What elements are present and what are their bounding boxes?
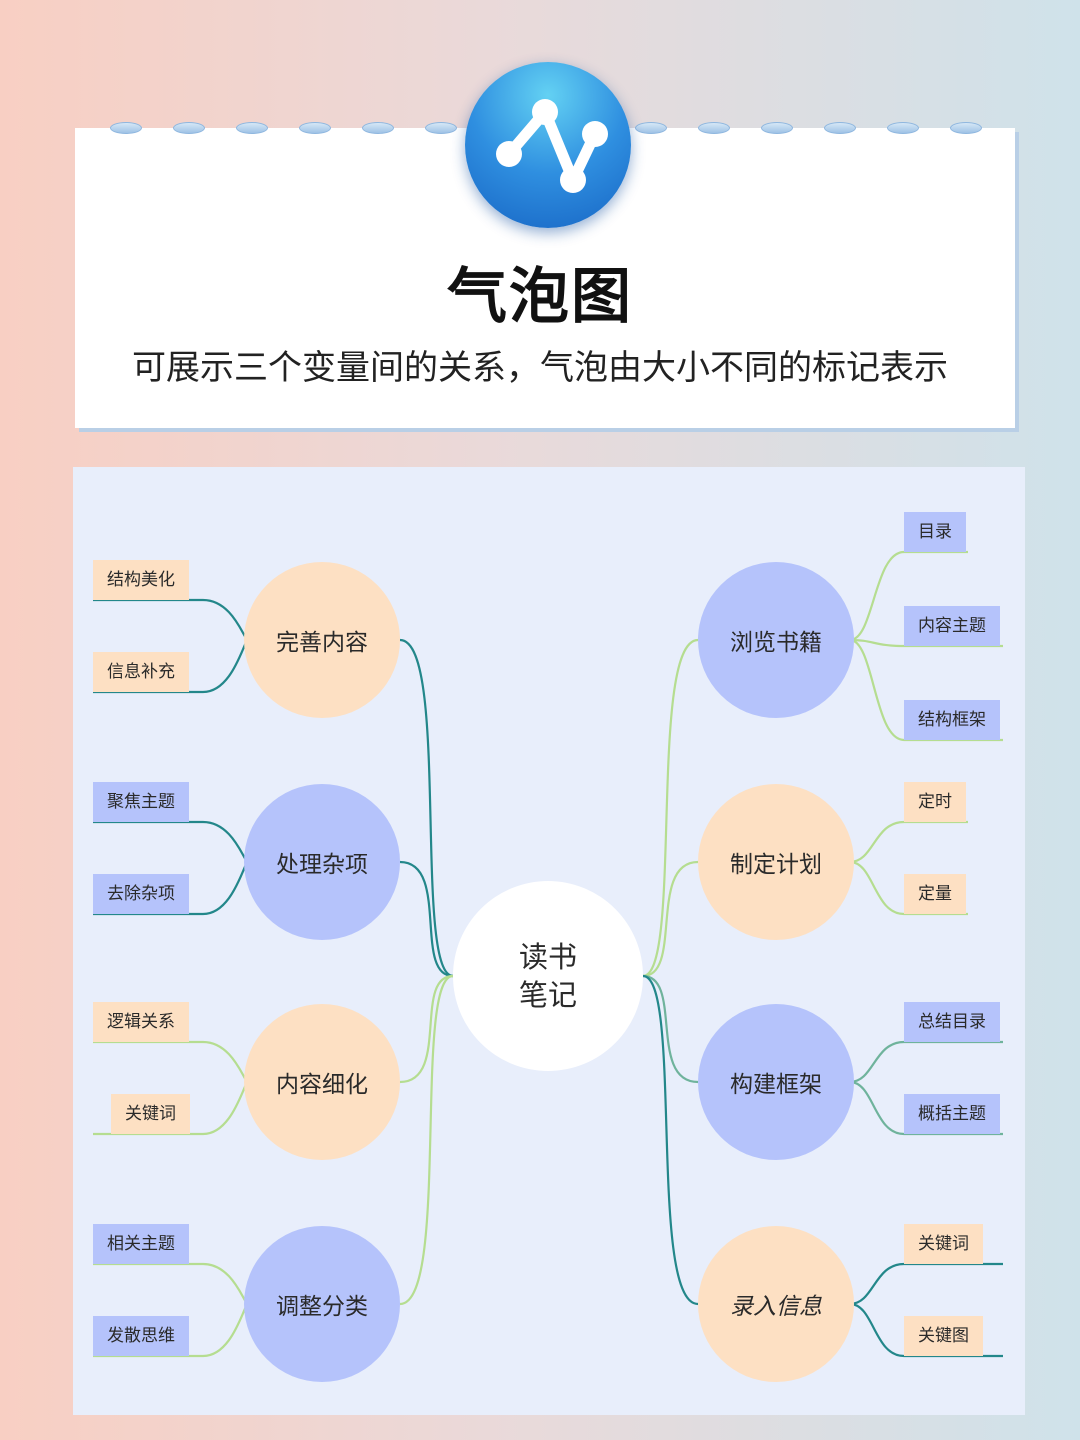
- binding-hole: [824, 122, 856, 134]
- branch-line-left: [399, 860, 454, 978]
- branch-line-right: [642, 974, 699, 1084]
- center-label-line2: 笔记: [518, 978, 577, 1012]
- leaf-label: 聚焦主题: [93, 782, 189, 822]
- branch-line-left: [399, 638, 454, 978]
- binding-hole: [236, 122, 268, 134]
- center-bubble: 读书 笔记: [453, 881, 643, 1071]
- leaf-label: 总结目录: [904, 1002, 1000, 1042]
- branch-line-right: [642, 638, 699, 978]
- leaf-line-right: [849, 550, 968, 642]
- binding-hole: [887, 122, 919, 134]
- leaf-line-right: [849, 1080, 1003, 1136]
- page-subtitle: 可展示三个变量间的关系，气泡由大小不同的标记表示: [132, 348, 948, 388]
- leaf-label: 内容主题: [904, 606, 1000, 646]
- leaf-line-left: [93, 1040, 250, 1084]
- branch-bubble-left: 完善内容: [244, 562, 400, 718]
- leaf-line-right: [849, 1040, 1003, 1084]
- leaf-label: 相关主题: [93, 1224, 189, 1264]
- leaf-line-right: [849, 1302, 1003, 1358]
- leaf-label: 关键词: [904, 1224, 983, 1264]
- branch-bubble-right: 浏览书籍: [698, 562, 854, 718]
- branch-bubble-left: 内容细化: [244, 1004, 400, 1160]
- leaf-line-left: [93, 1262, 250, 1306]
- binding-hole: [173, 122, 205, 134]
- binding-hole: [761, 122, 793, 134]
- branch-bubble-left: 调整分类: [244, 1226, 400, 1382]
- leaf-line-right: [849, 1262, 1003, 1306]
- logo-badge: [465, 62, 631, 228]
- leaf-label: 关键词: [111, 1094, 190, 1134]
- branch-line-left: [399, 974, 454, 1306]
- leaf-label: 信息补充: [93, 652, 189, 692]
- binding-hole: [425, 122, 457, 134]
- leaf-label: 发散思维: [93, 1316, 189, 1356]
- branch-bubble-right: 构建框架: [698, 1004, 854, 1160]
- page-title: 气泡图: [447, 262, 633, 332]
- leaf-line-left: [93, 820, 250, 864]
- leaf-line-right: [849, 820, 968, 864]
- branch-line-left: [399, 974, 454, 1084]
- leaf-line-right: [849, 638, 1003, 742]
- branch-line-right: [642, 974, 699, 1306]
- line-chart-icon: [496, 99, 608, 193]
- leaf-label: 定量: [904, 874, 966, 914]
- binding-hole: [362, 122, 394, 134]
- leaf-line-left: [93, 598, 250, 642]
- leaf-label: 去除杂项: [93, 874, 189, 914]
- branch-bubble-right: 录入信息: [698, 1226, 854, 1382]
- mindmap-panel: 读书 笔记 完善内容 结构美化信息补充处理杂项 聚焦主题去除杂项内容细化 逻辑关系关键…: [73, 467, 1025, 1415]
- leaf-line-right: [849, 860, 968, 916]
- binding-hole: [950, 122, 982, 134]
- center-label-line1: 读书: [518, 940, 577, 974]
- binding-hole: [698, 122, 730, 134]
- binding-hole: [110, 122, 142, 134]
- binding-hole: [635, 122, 667, 134]
- branch-line-right: [642, 860, 699, 978]
- binding-hole: [299, 122, 331, 134]
- leaf-label: 概括主题: [904, 1094, 1000, 1134]
- leaf-label: 结构框架: [904, 700, 1000, 740]
- leaf-label: 关键图: [904, 1316, 983, 1356]
- branch-bubble-right: 制定计划: [698, 784, 854, 940]
- branch-bubble-left: 处理杂项: [244, 784, 400, 940]
- leaf-label: 定时: [904, 782, 966, 822]
- leaf-label: 逻辑关系: [93, 1002, 189, 1042]
- leaf-label: 结构美化: [93, 560, 189, 600]
- leaf-line-right: [849, 638, 1003, 648]
- leaf-label: 目录: [904, 512, 966, 552]
